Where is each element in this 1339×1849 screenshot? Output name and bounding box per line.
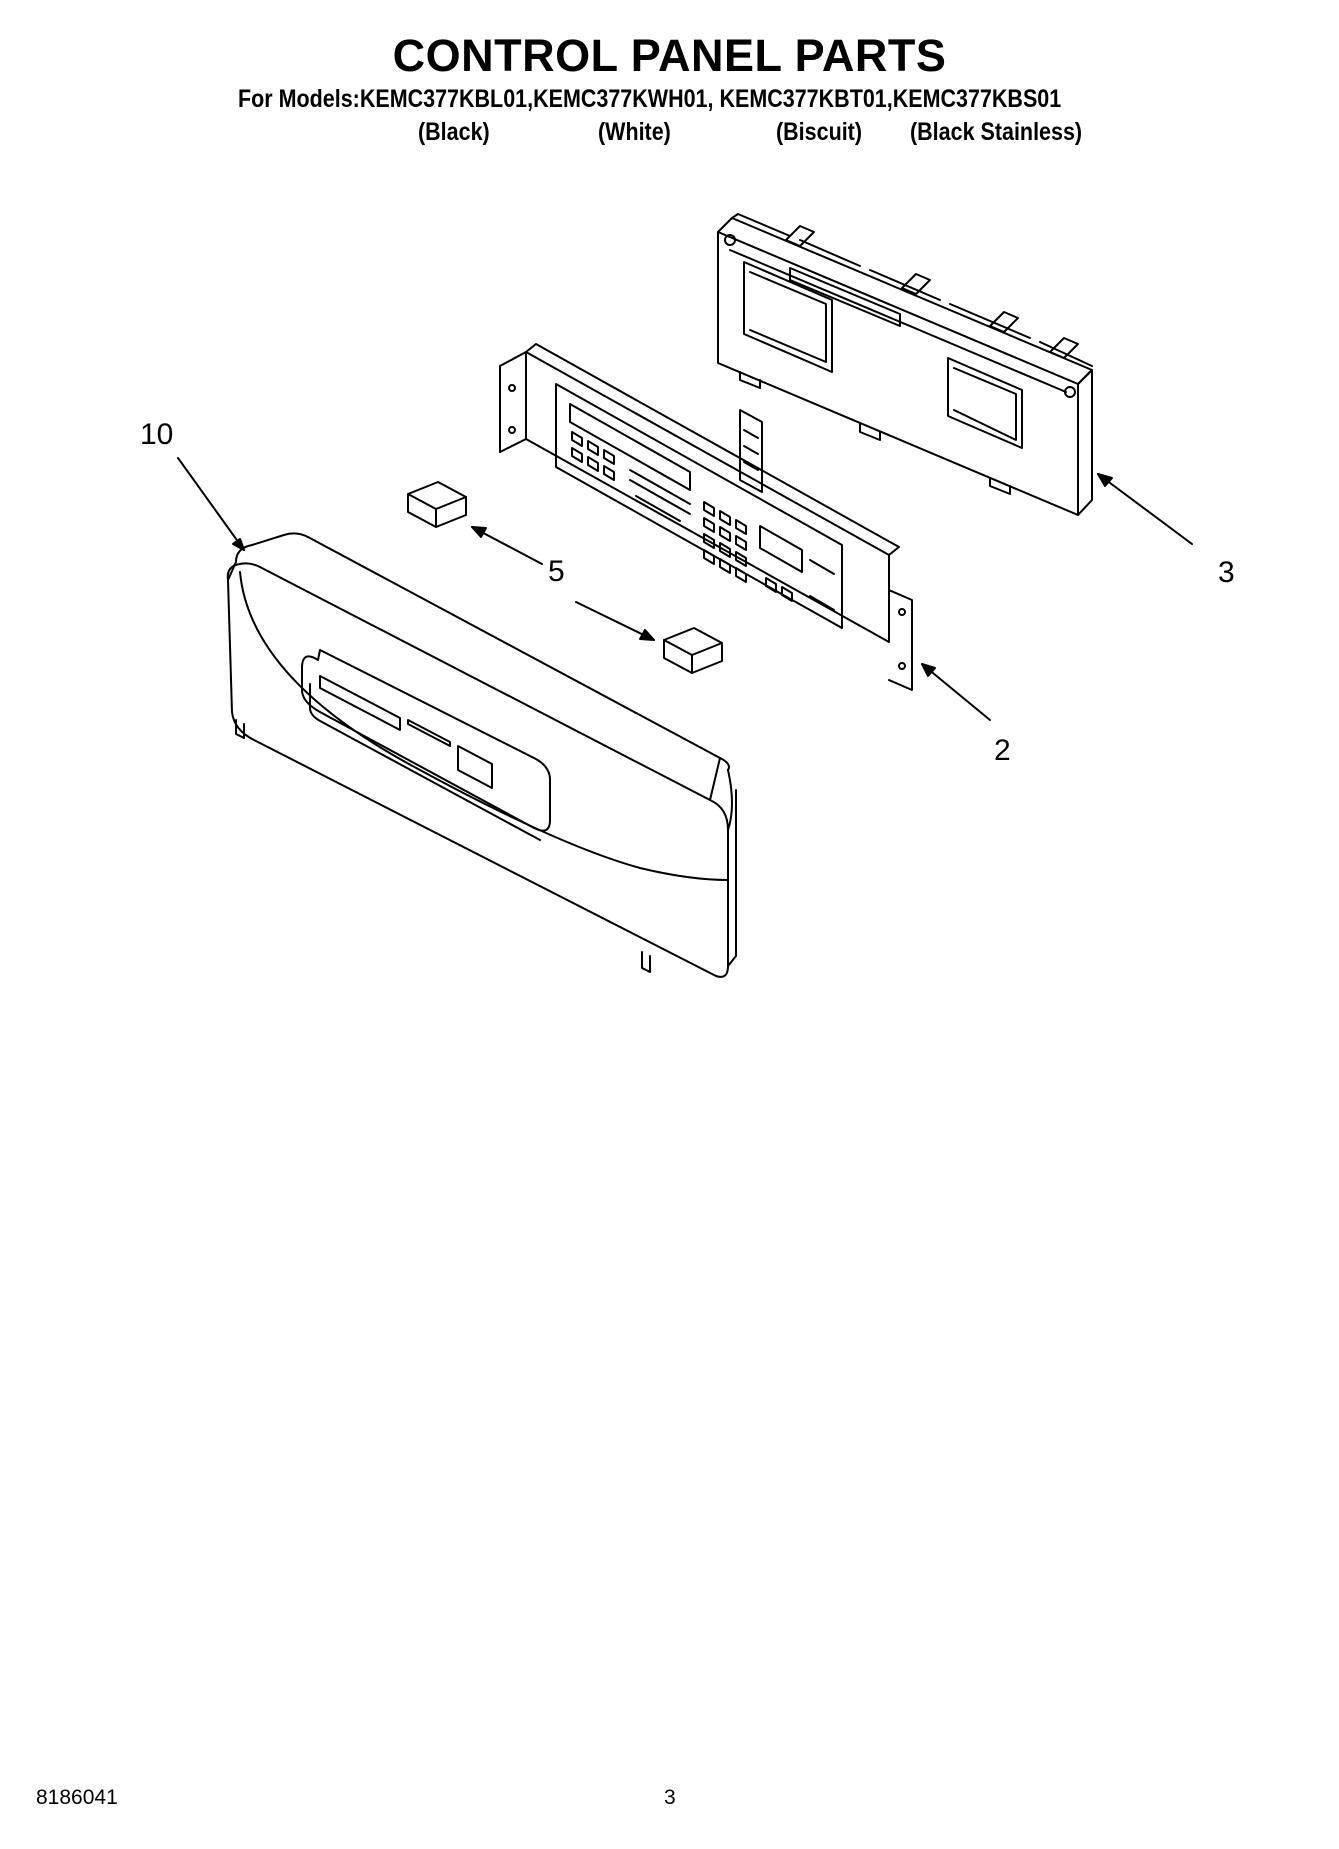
callout-2: 2: [994, 734, 1011, 767]
document-number: 8186041: [36, 1786, 118, 1809]
color-white: (White): [598, 118, 671, 146]
callout-3: 3: [1218, 556, 1235, 589]
color-black-stainless: (Black Stainless): [910, 118, 1083, 146]
part-10-front-cover: [226, 532, 737, 978]
models-line: For Models:KEMC377KBL01,KEMC377KWH01, KE…: [238, 85, 1062, 113]
leader-line-5-lower: [575, 601, 655, 641]
color-biscuit: (Biscuit): [776, 118, 862, 146]
leader-line-10: [177, 457, 245, 551]
part-5-foam-blocks: [407, 481, 723, 674]
color-black: (Black): [418, 118, 490, 146]
callout-10: 10: [140, 418, 174, 451]
page-title: CONTROL PANEL PARTS: [392, 30, 947, 81]
page-number: 3: [664, 1786, 676, 1809]
part-2-control-panel: [499, 343, 913, 691]
callout-5: 5: [548, 555, 565, 588]
leader-line-5-upper: [471, 526, 543, 565]
part-3-control-housing: [717, 213, 1093, 516]
leader-line-3: [1097, 473, 1193, 545]
leader-line-2: [921, 663, 991, 721]
